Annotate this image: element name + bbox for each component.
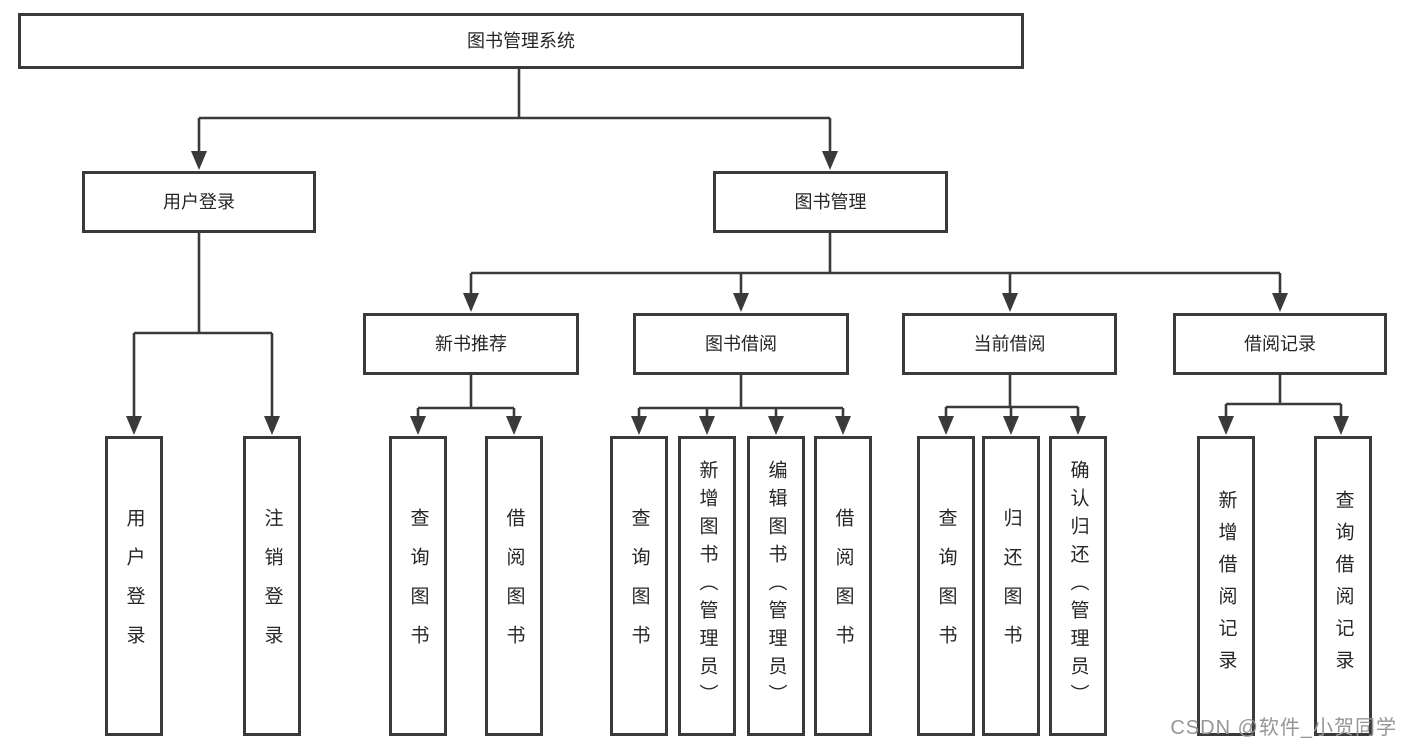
leaf-query-book-recommend: 查询图书 bbox=[389, 436, 447, 736]
node-new-book-recommend: 新书推荐 bbox=[363, 313, 579, 375]
leaf-confirm-return-admin-label: 确认归还（管理员） bbox=[1067, 460, 1089, 712]
leaf-borrow-book-label: 借阅图书 bbox=[832, 508, 854, 664]
leaf-logout: 注销登录 bbox=[243, 436, 301, 736]
node-new-book-recommend-label: 新书推荐 bbox=[435, 334, 507, 354]
node-borrow-records: 借阅记录 bbox=[1173, 313, 1387, 375]
node-book-borrow-label: 图书借阅 bbox=[705, 334, 777, 354]
leaf-add-book-admin: 新增图书（管理员） bbox=[678, 436, 736, 736]
node-book-borrow: 图书借阅 bbox=[633, 313, 849, 375]
leaf-edit-book-admin-label: 编辑图书（管理员） bbox=[765, 460, 787, 712]
node-user-login-label: 用户登录 bbox=[163, 192, 235, 212]
node-book-management: 图书管理 bbox=[713, 171, 948, 233]
leaf-borrow-book: 借阅图书 bbox=[814, 436, 872, 736]
leaf-query-book-current-label: 查询图书 bbox=[935, 508, 957, 664]
leaf-query-borrow-record-label: 查询借阅记录 bbox=[1332, 490, 1354, 682]
leaf-add-book-admin-label: 新增图书（管理员） bbox=[696, 460, 718, 712]
node-user-login: 用户登录 bbox=[82, 171, 316, 233]
node-root: 图书管理系统 bbox=[18, 13, 1024, 69]
leaf-query-book-borrow-label: 查询图书 bbox=[628, 508, 650, 664]
leaf-add-borrow-record-label: 新增借阅记录 bbox=[1215, 490, 1237, 682]
leaf-return-book: 归还图书 bbox=[982, 436, 1040, 736]
node-borrow-records-label: 借阅记录 bbox=[1244, 334, 1316, 354]
leaf-query-borrow-record: 查询借阅记录 bbox=[1314, 436, 1372, 736]
node-current-borrow-label: 当前借阅 bbox=[973, 334, 1046, 354]
leaf-query-book-current: 查询图书 bbox=[917, 436, 975, 736]
leaf-add-borrow-record: 新增借阅记录 bbox=[1197, 436, 1255, 736]
leaf-edit-book-admin: 编辑图书（管理员） bbox=[747, 436, 805, 736]
node-book-management-label: 图书管理 bbox=[794, 192, 867, 212]
leaf-query-book-recommend-label: 查询图书 bbox=[407, 508, 429, 664]
node-current-borrow: 当前借阅 bbox=[902, 313, 1117, 375]
leaf-borrow-book-recommend: 借阅图书 bbox=[485, 436, 543, 736]
leaf-user-login-label: 用户登录 bbox=[123, 508, 145, 664]
leaf-borrow-book-recommend-label: 借阅图书 bbox=[503, 508, 525, 664]
leaf-query-book-borrow: 查询图书 bbox=[610, 436, 668, 736]
watermark: CSDN @软件_小贺同学 bbox=[1170, 717, 1397, 739]
node-root-label: 图书管理系统 bbox=[467, 31, 575, 51]
leaf-user-login: 用户登录 bbox=[105, 436, 163, 736]
leaf-logout-label: 注销登录 bbox=[261, 508, 283, 664]
leaf-confirm-return-admin: 确认归还（管理员） bbox=[1049, 436, 1107, 736]
leaf-return-book-label: 归还图书 bbox=[1000, 508, 1022, 664]
